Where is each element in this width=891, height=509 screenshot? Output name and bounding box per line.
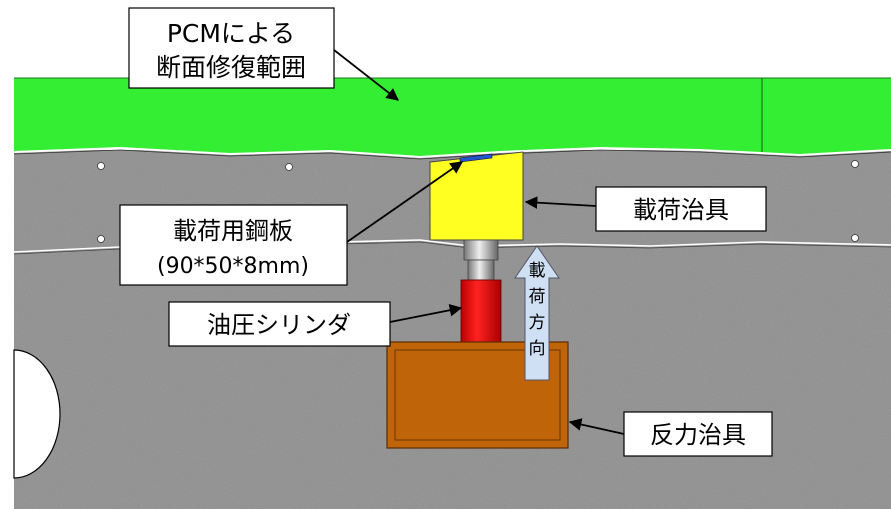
svg-text:向: 向 bbox=[529, 339, 546, 359]
svg-text:反力治具: 反力治具 bbox=[650, 421, 746, 449]
svg-text:載: 載 bbox=[529, 261, 546, 281]
svg-text:方: 方 bbox=[529, 313, 546, 333]
label-pcm-repair-range: PCMによる 断面修復範囲 bbox=[128, 7, 335, 89]
loading-jig-callout-line bbox=[524, 196, 597, 209]
label-loading-jig: 載荷治具 bbox=[595, 186, 767, 232]
cylinder-rod bbox=[463, 239, 499, 261]
svg-text:載荷用鋼板: 載荷用鋼板 bbox=[173, 217, 293, 245]
steel-plate-callout-line bbox=[346, 161, 464, 243]
anchor-bolts bbox=[97, 160, 859, 243]
svg-text:PCMによる: PCMによる bbox=[167, 19, 295, 48]
svg-text:断面修復範囲: 断面修復範囲 bbox=[156, 53, 306, 82]
hydraulic-cylinder bbox=[460, 279, 502, 343]
load-direction-label: 載 荷 方 向 bbox=[529, 261, 546, 359]
pcm-callout-line bbox=[333, 49, 399, 101]
cylinder-callout-line bbox=[389, 304, 463, 323]
svg-text:(90*50*8mm): (90*50*8mm) bbox=[157, 254, 309, 279]
label-hydraulic-cylinder: 油圧シリンダ bbox=[168, 301, 391, 347]
svg-text:荷: 荷 bbox=[529, 287, 546, 307]
steel-plate bbox=[459, 153, 493, 163]
svg-text:油圧シリンダ: 油圧シリンダ bbox=[207, 311, 351, 339]
svg-text:載荷治具: 載荷治具 bbox=[633, 196, 729, 224]
cylinder-rod-lower bbox=[467, 259, 495, 281]
load-direction-arrow bbox=[514, 245, 560, 381]
label-steel-plate: 載荷用鋼板 (90*50*8mm) bbox=[119, 204, 348, 286]
concrete-void bbox=[13, 349, 61, 479]
pcm-repair-layer bbox=[14, 78, 891, 157]
loading-jig bbox=[429, 151, 524, 241]
label-reaction-jig: 反力治具 bbox=[623, 411, 773, 457]
reaction-jig-callout-line bbox=[568, 418, 625, 435]
